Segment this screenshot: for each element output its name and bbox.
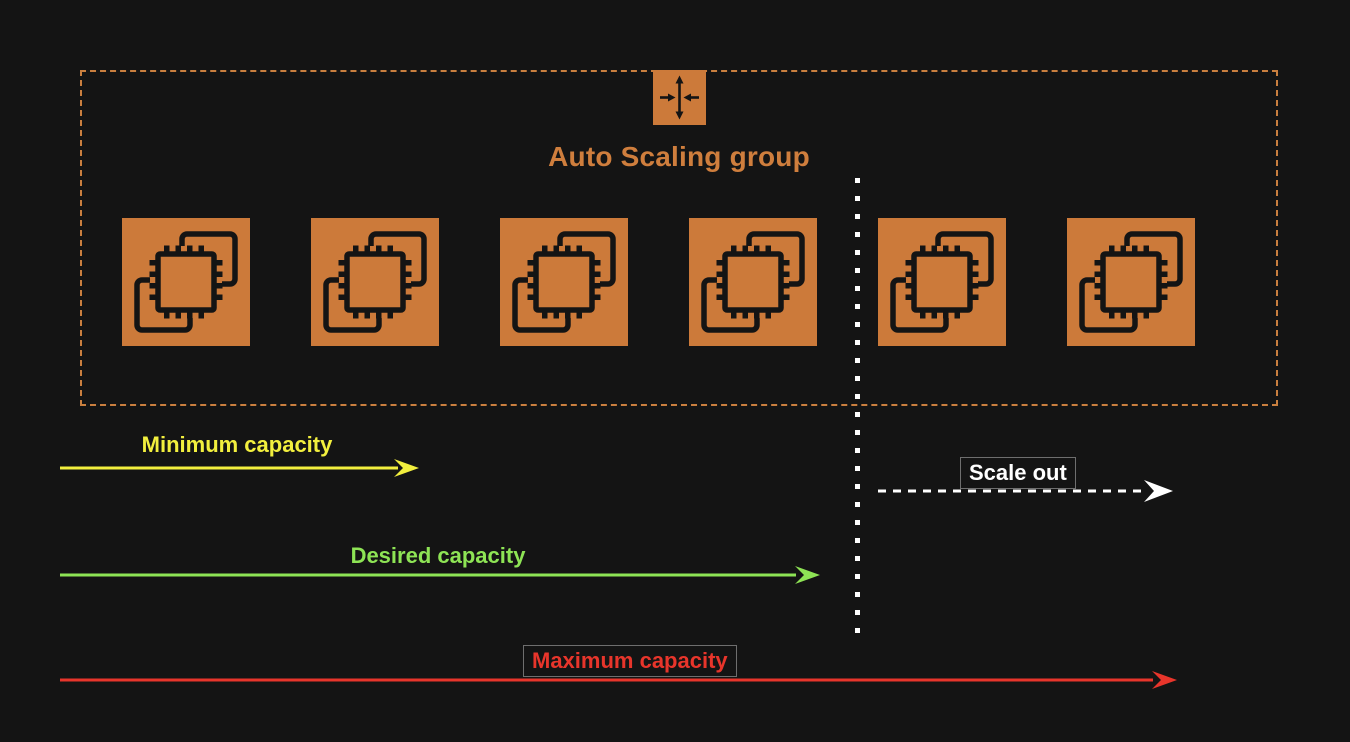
ec2-instance-icon bbox=[311, 218, 439, 346]
maximum-capacity-label: Maximum capacity bbox=[523, 645, 737, 677]
capacity-divider-dotted-line bbox=[855, 178, 860, 645]
minimum-capacity-arrow bbox=[60, 459, 419, 477]
ec2-instance-icon bbox=[878, 218, 1006, 346]
ec2-instance-icon bbox=[500, 218, 628, 346]
desired-capacity-arrow bbox=[60, 566, 820, 584]
desired-capacity-label: Desired capacity bbox=[350, 543, 526, 568]
auto-scaling-group-title: Auto Scaling group bbox=[548, 141, 810, 172]
ec2-instance-icon bbox=[1067, 218, 1195, 346]
scale-out-arrow bbox=[878, 480, 1173, 502]
scale-out-label: Scale out bbox=[960, 457, 1076, 489]
maximum-capacity-arrow bbox=[60, 671, 1177, 689]
minimum-capacity-label: Minimum capacity bbox=[141, 432, 333, 457]
ec2-instance-icon bbox=[689, 218, 817, 346]
auto-scaling-group-icon bbox=[653, 70, 706, 125]
ec2-instance-icon bbox=[122, 218, 250, 346]
